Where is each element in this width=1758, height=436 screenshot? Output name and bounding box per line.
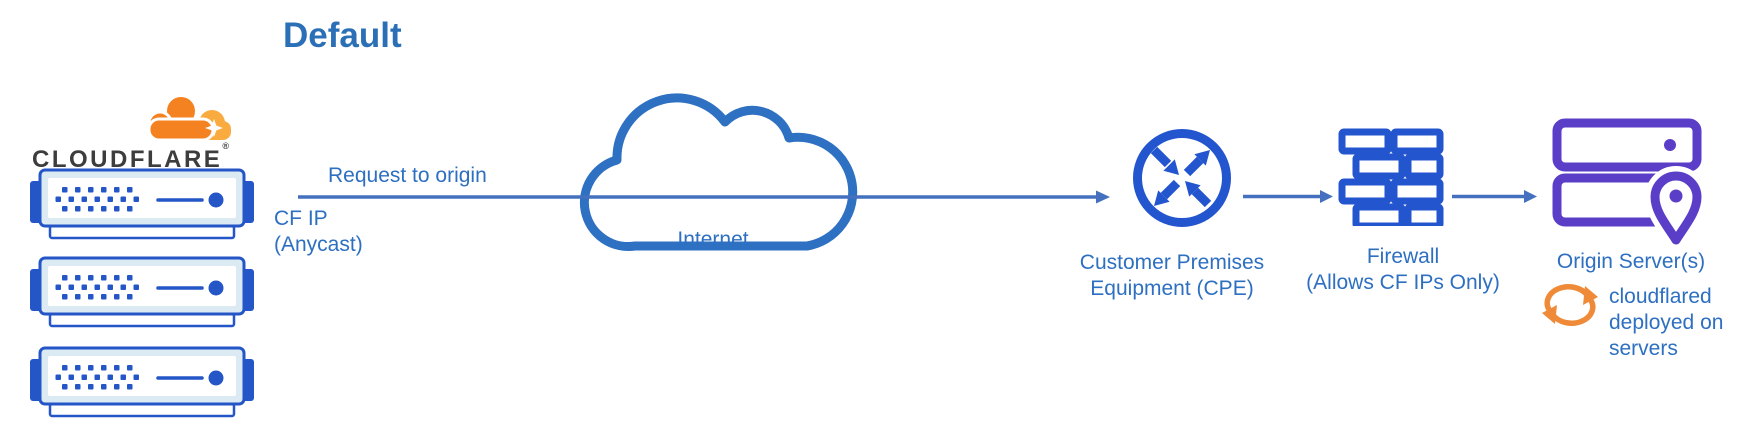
cf-ip-anycast-label: CF IP (Anycast)	[274, 206, 363, 258]
cloudflared-note: cloudflared deployed on servers	[1609, 284, 1749, 362]
cpe-router-icon	[1133, 129, 1231, 227]
arrowhead-cpe	[1096, 190, 1110, 204]
cloudflare-cloud-main	[147, 94, 215, 142]
edge-server-2	[30, 256, 254, 328]
cpe-label: Customer Premises Equipment (CPE)	[1042, 250, 1302, 302]
internet-label: Internet	[677, 228, 749, 251]
arrowhead-origin	[1524, 190, 1537, 203]
origin-server-label: Origin Server(s)	[1556, 250, 1706, 273]
cpe-label-line1: Customer Premises	[1079, 251, 1265, 274]
edge-server-1	[30, 168, 254, 240]
arrowhead-firewall	[1320, 190, 1333, 203]
internet-cloud-icon	[579, 93, 858, 251]
location-pin-icon	[1645, 166, 1707, 250]
firewall-icon	[1338, 128, 1444, 226]
origin-server-icon	[1552, 118, 1707, 250]
cloudflare-server-stack-icon	[30, 168, 254, 418]
cf-ip-line2: (Anycast)	[274, 233, 363, 256]
firewall-label: Firewall (Allows CF IPs Only)	[1282, 244, 1524, 296]
cf-ip-line1: CF IP	[274, 207, 328, 230]
cloudflare-logo-cloud-icon	[147, 94, 231, 142]
firewall-label-line1: Firewall	[1366, 245, 1440, 268]
cloudflared-note-line1: cloudflared	[1609, 285, 1712, 308]
diagram-title: Default	[283, 16, 402, 55]
cpe-label-line2: Equipment (CPE)	[1090, 277, 1254, 300]
cloudflare-sparkle	[205, 119, 223, 137]
registered-trademark-icon: ®	[222, 141, 229, 151]
firewall-label-line2: (Allows CF IPs Only)	[1306, 271, 1500, 294]
cloudflared-note-line2: deployed on	[1609, 311, 1724, 334]
request-to-origin-label: Request to origin	[328, 164, 487, 187]
sync-arrows-icon	[1542, 284, 1598, 326]
cloudflared-note-line3: servers	[1609, 337, 1678, 360]
edge-server-3	[30, 346, 254, 418]
